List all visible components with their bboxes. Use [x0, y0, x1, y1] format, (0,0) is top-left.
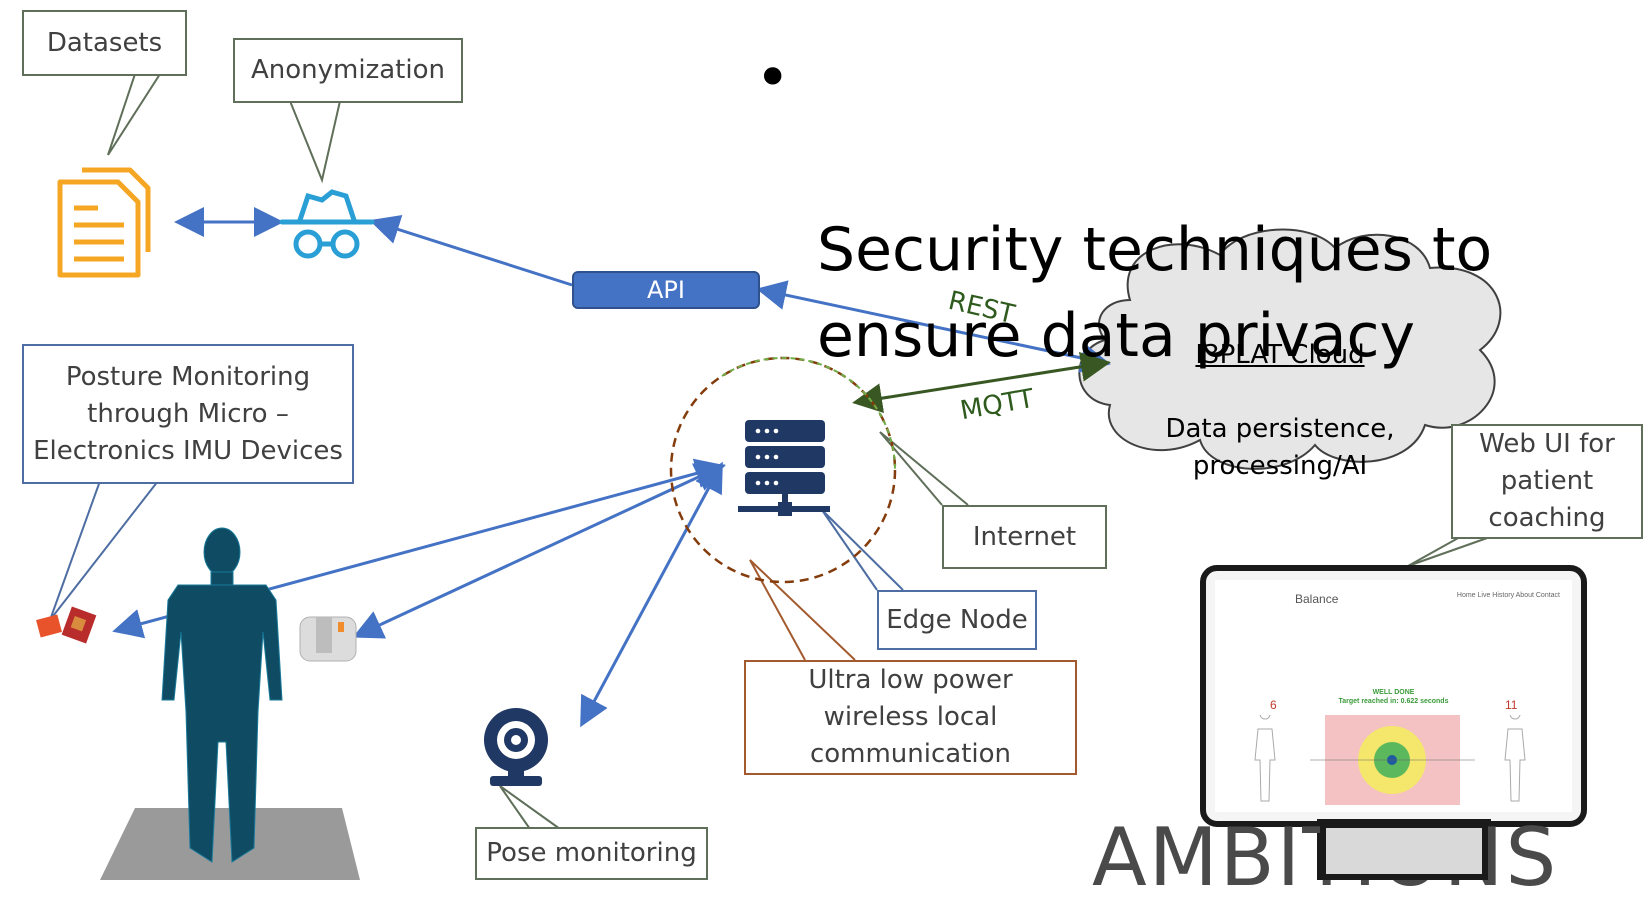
api-cloud-arrow	[756, 280, 1111, 373]
pose-monitoring-pointer	[499, 785, 561, 830]
ultra-low-power-callout: Ultra low power wireless local communica…	[744, 660, 1077, 775]
anon-api-arrow	[369, 215, 573, 287]
balance-brand: Balance	[1295, 592, 1339, 606]
connections	[112, 207, 1111, 728]
cloud-text: I3PLAT Cloud Data persistence, processin…	[1140, 300, 1420, 485]
left-score: 6	[1270, 698, 1277, 712]
imu-sensor-right-icon	[299, 616, 357, 662]
monitor-nav: Home Live History About Contact	[1456, 592, 1560, 599]
server-icon	[738, 420, 830, 516]
edge-camera-arrow	[580, 461, 723, 728]
internet-arc	[721, 357, 896, 471]
document-icon	[57, 167, 151, 278]
posture-monitoring-callout: Posture Monitoring through Micro – Elect…	[22, 344, 354, 484]
edge-node-pointer	[821, 509, 904, 591]
edge-cloud-mqtt-arrow	[852, 351, 1111, 414]
web-ui-screenshot: Balance Home Live History About Contact …	[1215, 580, 1572, 812]
balance-target-graphic	[1310, 715, 1475, 805]
bullet-point: • Security techniques to ensure data pri…	[755, 35, 1615, 465]
target-label: Target reached in: 0.622 seconds	[1338, 698, 1449, 705]
posture-pointer	[49, 480, 159, 621]
bullet-marker: •	[755, 43, 791, 113]
imu-sensor-left-icon	[36, 606, 97, 644]
internet-pointer	[879, 431, 969, 506]
bullet-text: Security techniques to ensure data priva…	[817, 215, 1493, 371]
webcam-icon	[484, 708, 548, 786]
floor-mat	[100, 808, 360, 880]
pose-monitoring-callout: Pose monitoring	[475, 827, 708, 880]
web-ui-pointer	[1407, 536, 1491, 567]
anonymization-callout: Anonymization	[233, 38, 463, 103]
cloud-body: Data persistence, processing/AI	[1165, 414, 1395, 481]
right-figure-outline	[1504, 715, 1526, 802]
left-figure-outline	[1254, 715, 1276, 802]
ultra-low-power-pointer	[749, 559, 856, 661]
api-box: API	[572, 271, 760, 309]
datasets-pointer	[107, 73, 161, 156]
human-body-figure	[161, 527, 283, 863]
incognito-icon	[279, 189, 375, 259]
edge-node-callout: Edge Node	[877, 590, 1037, 650]
anonymization-pointer	[289, 100, 341, 184]
web-ui-callout: Web UI for patient coaching	[1451, 424, 1643, 539]
monitor-status: WELL DONE Target reached in: 0.622 secon…	[1215, 688, 1572, 706]
cloud-title: I3PLAT Cloud	[1195, 340, 1365, 370]
right-score: 11	[1505, 698, 1518, 712]
monitor-stand-overlay	[1320, 822, 1488, 880]
datasets-callout: Datasets	[22, 10, 187, 76]
well-done-label: WELL DONE	[1372, 689, 1415, 696]
internet-callout: Internet	[942, 505, 1107, 569]
